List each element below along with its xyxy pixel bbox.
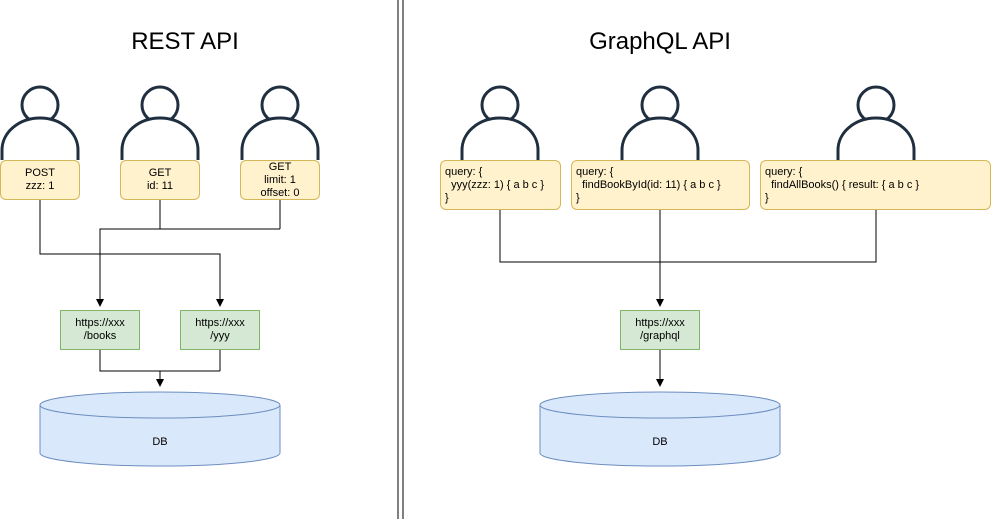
query-line: query: {	[576, 166, 614, 178]
query-line: query: {	[445, 166, 483, 178]
rest-db-label: DB	[152, 436, 168, 448]
endpoint-line: https://xxx	[635, 317, 685, 329]
endpoint-line: /graphql	[640, 330, 680, 342]
graphql-endpoint: https://xxx /graphql	[620, 310, 700, 350]
endpoint-line: /books	[83, 330, 117, 342]
request-line: GET	[148, 167, 172, 179]
request-line: GET	[268, 160, 292, 173]
query-line: yyy(zzz: 1) { a b c }	[445, 179, 545, 191]
graphql-api-title: GraphQL API	[589, 28, 731, 55]
user-icon	[620, 85, 700, 160]
rest-endpoint-yyy: https://xxx /yyy	[180, 310, 260, 350]
user-icon	[460, 85, 540, 160]
endpoint-line: https://xxx	[75, 317, 125, 329]
graphql-request-find-all-books: query: { findAllBooks() { result: { a b …	[760, 160, 991, 210]
graphql-request-yyy: query: { yyy(zzz: 1) { a b c } }	[440, 160, 561, 210]
user-icon	[120, 85, 200, 160]
endpoint-line: https://xxx	[195, 317, 245, 329]
query-line: query: {	[765, 166, 803, 178]
user-icon	[0, 85, 80, 160]
user-icon	[836, 85, 916, 160]
query-line: }	[765, 192, 769, 204]
graphql-db-label: DB	[652, 436, 668, 448]
query-line: }	[576, 192, 580, 204]
rest-request-get-list: GET limit: 1 offset: 0	[240, 160, 320, 200]
request-line: POST	[25, 167, 55, 179]
rest-connectors	[39, 200, 281, 387]
request-line: id: 11	[146, 180, 174, 192]
graphql-connectors	[499, 210, 877, 387]
rest-db-cylinder	[39, 391, 281, 467]
request-line: limit: 1	[264, 173, 296, 186]
rest-request-get-by-id: GET id: 11	[120, 160, 200, 200]
rest-request-post: POST zzz: 1	[0, 160, 80, 200]
request-line: offset: 0	[260, 186, 300, 199]
graphql-db-cylinder	[539, 391, 781, 467]
query-line: findAllBooks() { result: { a b c }	[765, 179, 920, 191]
graphql-request-find-book-by-id: query: { findBookById(id: 11) { a b c } …	[571, 160, 750, 210]
query-line: findBookById(id: 11) { a b c }	[576, 179, 721, 191]
endpoint-line: /yyy	[210, 330, 230, 342]
rest-api-title: REST API	[131, 28, 239, 55]
query-line: }	[445, 192, 449, 204]
user-icon	[240, 85, 320, 160]
request-line: zzz: 1	[25, 180, 55, 192]
rest-endpoint-books: https://xxx /books	[60, 310, 140, 350]
